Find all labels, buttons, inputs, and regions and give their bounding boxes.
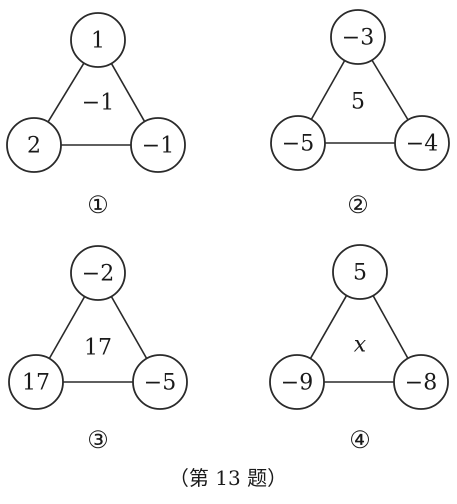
triangle-4: 5 −9 −8 x ④ [269, 244, 449, 454]
node-top-circle [330, 9, 386, 65]
triangle-label: ② [347, 191, 369, 219]
node-left-value: 17 [22, 371, 50, 396]
edge-top-left [309, 295, 348, 359]
node-right-value: −5 [144, 371, 176, 396]
figure-caption: （第 13 题） [169, 466, 287, 490]
node-right-value: −8 [405, 371, 437, 396]
triangle-1: 1 2 −1 −1 ① [6, 12, 186, 219]
node-right-value: −4 [406, 132, 438, 157]
edge-top-left [48, 296, 86, 359]
node-top-value: 1 [91, 29, 105, 54]
triangle-label: ① [87, 191, 109, 219]
node-left-value: −5 [282, 132, 314, 157]
node-top-value: −3 [342, 26, 374, 51]
center-value: 5 [351, 90, 365, 115]
triangle-2: −3 −5 −4 5 ② [270, 9, 450, 219]
node-top-circle [70, 245, 126, 301]
triangle-label: ③ [87, 426, 109, 454]
center-value: x [354, 333, 367, 358]
triangle-label: ④ [349, 426, 371, 454]
node-left-circle [269, 354, 325, 410]
edge-top-left [47, 62, 85, 123]
node-left-circle [8, 354, 64, 410]
node-top-value: −2 [82, 262, 114, 287]
node-right-circle [132, 354, 188, 410]
node-top-circle [332, 244, 388, 300]
edge-top-right [372, 295, 409, 359]
triangle-3: −2 17 −5 17 ③ [8, 245, 188, 454]
node-left-circle [6, 117, 62, 173]
center-value: −1 [82, 91, 114, 116]
edge-top-left [310, 60, 346, 120]
triangles-layer: 1 2 −1 −1 ① −3 −5 −4 5 ② −2 17 −5 17 ③ 5 −9 −8 x ④ [6, 9, 450, 454]
node-right-circle [130, 117, 186, 173]
edge-top-right [371, 59, 409, 121]
node-right-circle [394, 115, 450, 171]
node-left-value: 2 [27, 134, 41, 159]
edge-top-right [110, 63, 146, 122]
node-left-circle [270, 115, 326, 171]
node-top-value: 5 [353, 261, 367, 286]
node-left-value: −9 [281, 371, 313, 396]
center-value: 17 [84, 336, 112, 361]
edge-top-right [110, 296, 148, 359]
node-top-circle [70, 12, 126, 68]
node-right-circle [393, 354, 449, 410]
node-right-value: −1 [142, 134, 174, 159]
